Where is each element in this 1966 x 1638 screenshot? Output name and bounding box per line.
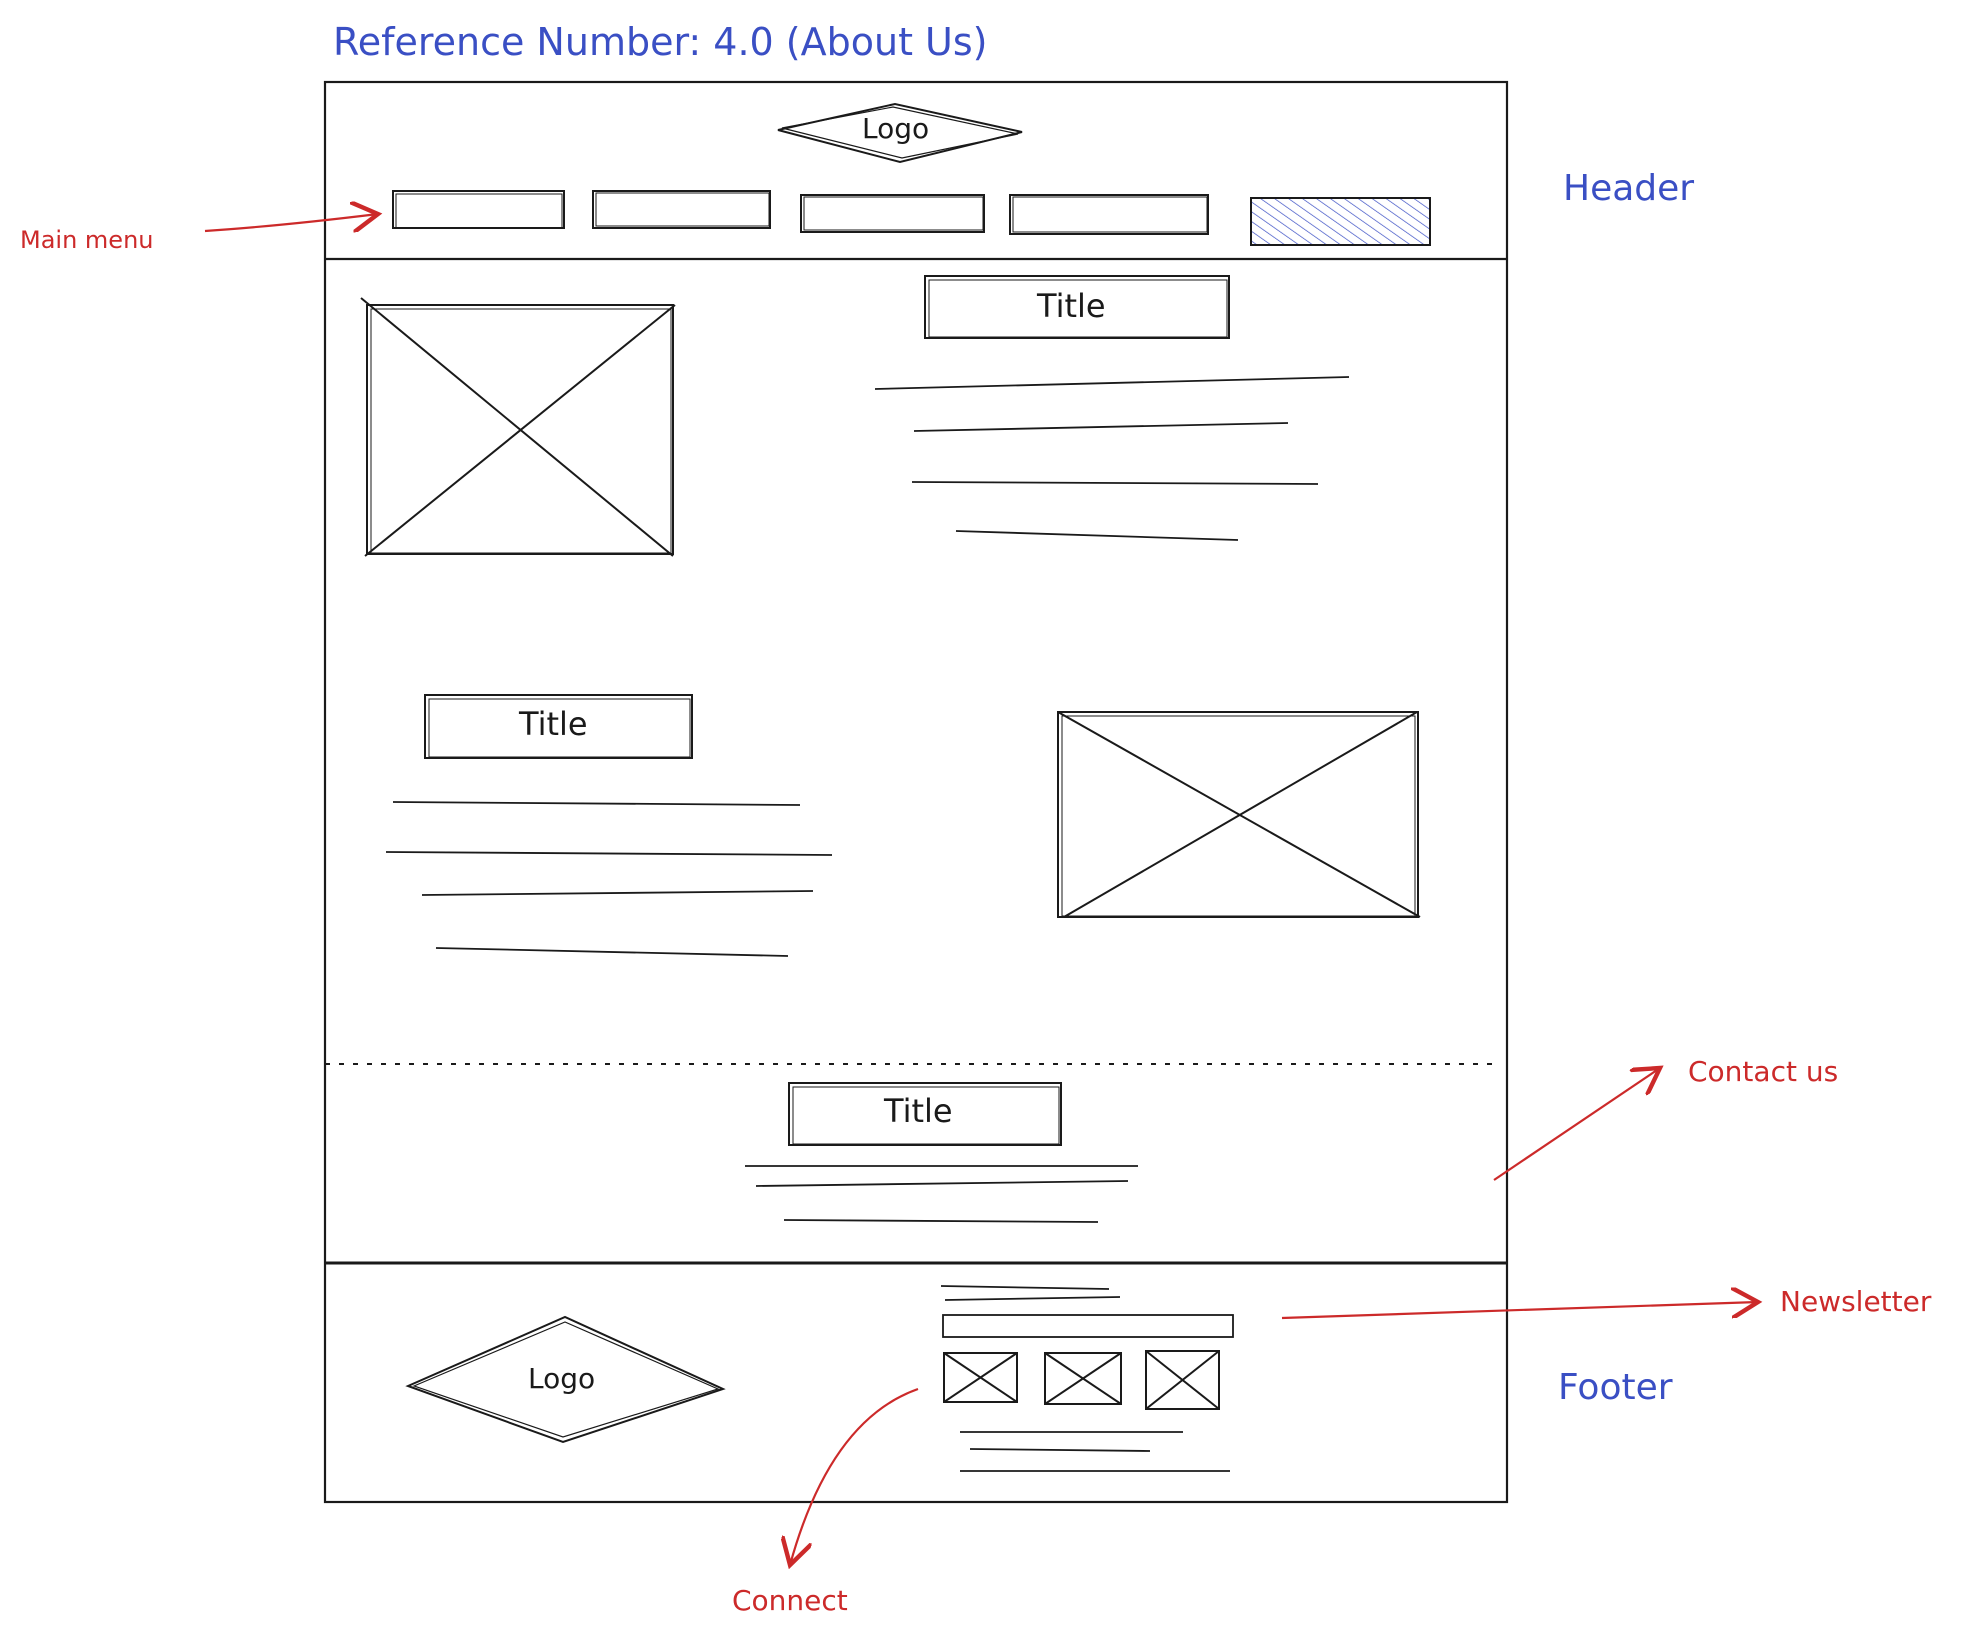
menu-item-3 bbox=[800, 194, 985, 233]
main-menu-arrow bbox=[204, 214, 378, 231]
menu-item-1 bbox=[392, 190, 565, 229]
title-box-2 bbox=[424, 694, 693, 759]
title-box-1 bbox=[924, 275, 1230, 339]
text-lines-contact bbox=[745, 1165, 1138, 1223]
text-lines-1 bbox=[874, 376, 1350, 541]
image-placeholder-1 bbox=[360, 297, 676, 557]
social-icon-1 bbox=[943, 1352, 1018, 1403]
content-block-2 bbox=[385, 694, 1421, 957]
contact-title-label: Title bbox=[884, 1092, 953, 1130]
social-icon-3 bbox=[1145, 1350, 1220, 1410]
header-logo-label: Logo bbox=[862, 112, 930, 145]
main-menu bbox=[392, 190, 1431, 246]
main-menu-annotation: Main menu bbox=[20, 226, 154, 254]
contact-us-annotation: Contact us bbox=[1688, 1055, 1839, 1088]
footer-text-lines bbox=[960, 1431, 1230, 1472]
connect-annotation: Connect bbox=[732, 1584, 848, 1617]
menu-item-5-active bbox=[1250, 197, 1431, 246]
contact-us-arrow bbox=[1493, 1068, 1660, 1181]
social-icon-2 bbox=[1044, 1352, 1122, 1405]
connect-arrow bbox=[790, 1387, 919, 1565]
content-block-1 bbox=[360, 275, 1350, 557]
title-1-label: Title bbox=[1037, 287, 1106, 325]
social-icons bbox=[943, 1350, 1220, 1410]
newsletter-arrow bbox=[1281, 1302, 1758, 1320]
footer-logo bbox=[405, 1315, 726, 1444]
page-frame bbox=[323, 80, 1509, 1504]
newsletter-annotation: Newsletter bbox=[1780, 1285, 1932, 1318]
title-box-contact bbox=[788, 1082, 1062, 1146]
text-lines-2 bbox=[385, 801, 833, 957]
header-region bbox=[325, 102, 1507, 261]
header-section-label: Header bbox=[1563, 168, 1695, 209]
menu-item-2 bbox=[592, 190, 771, 229]
footer-section-label: Footer bbox=[1558, 1367, 1673, 1408]
page-title: Reference Number: 4.0 (About Us) bbox=[333, 20, 988, 64]
newsletter-block bbox=[940, 1285, 1234, 1338]
footer-logo-label: Logo bbox=[528, 1362, 596, 1395]
image-placeholder-2 bbox=[1057, 711, 1421, 918]
footer-region bbox=[325, 1261, 1507, 1472]
title-2-label: Title bbox=[519, 705, 588, 743]
header-logo bbox=[777, 102, 1023, 164]
contact-section bbox=[325, 1063, 1495, 1223]
annotation-arrows bbox=[204, 214, 1758, 1565]
menu-item-4 bbox=[1009, 194, 1209, 235]
